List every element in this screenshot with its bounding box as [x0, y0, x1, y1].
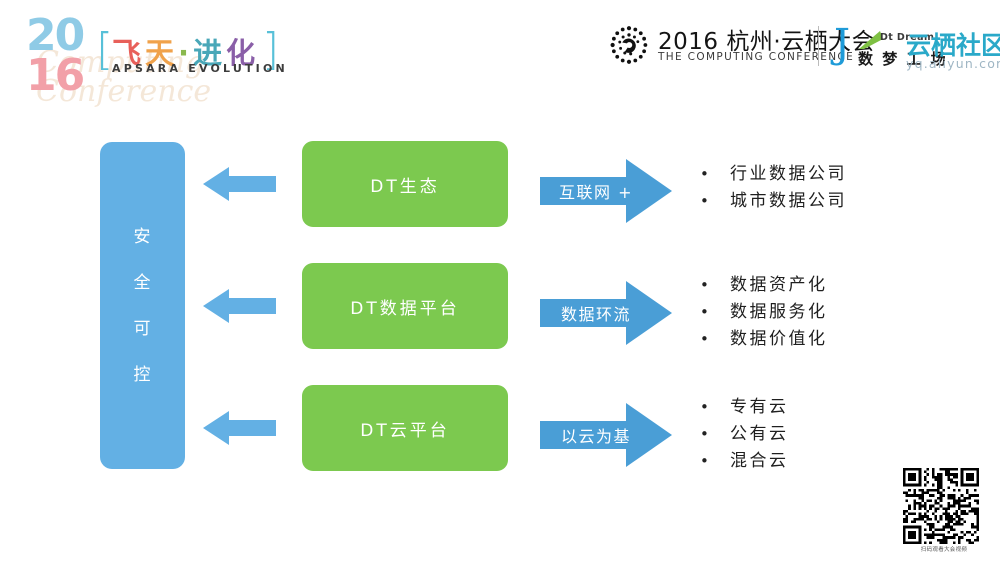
partner-logo-group: 2016 杭州·云栖大会 THE COMPUTING CONFERENCE J … [608, 18, 1000, 78]
logo-chinese-title: 飞天·进化 [112, 30, 259, 72]
logo-year-bottom: 16 [26, 50, 85, 101]
conference-title: 2016 杭州·云栖大会 [658, 29, 876, 55]
conference-subtitle: THE COMPUTING CONFERENCE [658, 51, 855, 63]
list-item: • 数据服务化 [700, 299, 828, 326]
bullet-text: 数据资产化 [730, 275, 828, 295]
dt-data-platform-box: DT数据平台 [302, 263, 508, 349]
dt-cloud-platform-box: DT云平台 [302, 385, 508, 471]
bracket-left-icon: [ [96, 24, 114, 75]
header-divider [818, 26, 819, 66]
data-circulation-label: 数据环流 [560, 305, 631, 324]
internet-plus-label: 互联网 + [559, 183, 633, 202]
apsara-evolution-logo: Computing Conference 20 16 [ ] 飞天·进化 APS… [26, 14, 296, 107]
side-bar-char-4: 控 [133, 364, 152, 385]
dtdream-english-name: Dt Dream [880, 32, 935, 43]
logo-english-subtitle: APSARA EVOLUTION [112, 62, 288, 75]
logo-cn-char-1: 飞 [112, 36, 146, 70]
side-bar-char-1: 安 [133, 226, 152, 247]
bracket-right-icon: ] [262, 24, 280, 75]
cloud-foundation-label: 以云为基 [560, 427, 631, 446]
computing-conference-mark-icon [610, 26, 648, 64]
right-arrow-shape-3 [540, 403, 672, 467]
logo-year-top: 20 [26, 10, 85, 61]
bullet-text: 专有云 [730, 397, 789, 417]
side-bar-char-3: 可 [133, 318, 152, 339]
logo-cn-char-3: · [178, 36, 194, 70]
bullet-list-row-2: • 数据资产化 • 数据服务化 • 数据价值化 [700, 272, 828, 353]
right-arrow-row-3: 以云为基 [540, 399, 672, 471]
left-arrow-row-3 [203, 411, 276, 445]
list-item: • 行业数据公司 [700, 161, 847, 188]
logo-cn-char-2: 天 [145, 36, 179, 70]
right-arrow-row-1: 互联网 + [540, 155, 672, 227]
list-item: • 数据价值化 [700, 326, 828, 353]
security-controllable-bar: 安 全 可 控 [100, 142, 185, 469]
bullet-icon: • [700, 192, 709, 210]
list-item: • 城市数据公司 [700, 188, 847, 215]
right-arrow-shape-1 [540, 159, 672, 223]
right-arrow-shape-2 [540, 281, 672, 345]
bullet-text: 数据价值化 [730, 329, 828, 349]
logo-year: 20 16 [26, 14, 85, 98]
bullet-text: 城市数据公司 [730, 191, 847, 211]
dt-ecosystem-label: DT生态 [370, 176, 440, 197]
bullet-text: 行业数据公司 [730, 164, 847, 184]
bullet-icon: • [700, 330, 709, 348]
bullet-list-row-1: • 行业数据公司 • 城市数据公司 [700, 161, 847, 215]
qr-caption: 扫码观看大会视频 [920, 547, 968, 553]
qr-code[interactable] [903, 468, 979, 544]
list-item: • 公有云 [700, 421, 789, 448]
list-item: • 专有云 [700, 394, 789, 421]
page-header: Computing Conference 20 16 [ ] 飞天·进化 APS… [0, 0, 1000, 107]
side-bar-char-2: 全 [133, 272, 152, 293]
dt-cloud-platform-label: DT云平台 [360, 420, 450, 441]
dt-data-platform-label: DT数据平台 [350, 298, 460, 319]
left-arrow-row-1 [203, 167, 276, 201]
dt-ecosystem-box: DT生态 [302, 141, 508, 227]
logo-ghost-text: Computing Conference [36, 45, 212, 109]
list-item: • 数据资产化 [700, 272, 828, 299]
bullet-icon: • [700, 165, 709, 183]
bullet-text: 混合云 [730, 451, 789, 471]
left-arrow-row-2 [203, 289, 276, 323]
bullet-icon: • [700, 452, 709, 470]
bullet-icon: • [700, 276, 709, 294]
bullet-text: 数据服务化 [730, 302, 828, 322]
list-item: • 混合云 [700, 448, 789, 475]
dtdream-j-icon: J [834, 21, 851, 67]
bullet-icon: • [700, 425, 709, 443]
bullet-list-row-3: • 专有云 • 公有云 • 混合云 [700, 394, 789, 475]
bullet-icon: • [700, 398, 709, 416]
logo-cn-char-4: 进 [193, 36, 227, 70]
right-arrow-row-2: 数据环流 [540, 277, 672, 349]
bullet-text: 公有云 [730, 424, 789, 444]
logo-cn-char-5: 化 [226, 36, 260, 70]
bullet-icon: • [700, 303, 709, 321]
yunqi-community-name: 云栖社区 [906, 31, 1000, 60]
dtdream-leaf-icon [859, 31, 883, 49]
yunqi-url: yq.aliyun.com [906, 56, 1000, 71]
qr-code-block: 扫码观看大会视频 [903, 468, 985, 556]
dtdream-chinese-name: 数 梦 工 场 [858, 50, 948, 68]
